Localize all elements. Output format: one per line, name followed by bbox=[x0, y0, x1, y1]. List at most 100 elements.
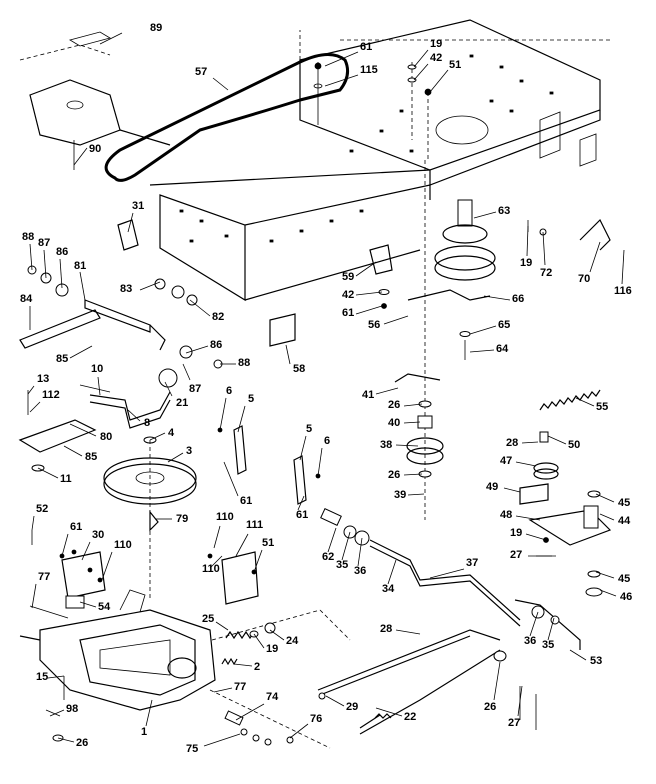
callout-label: 45 bbox=[618, 573, 630, 585]
callout-c52: 52 bbox=[31, 503, 48, 531]
callout-c82: 82 bbox=[189, 299, 224, 323]
leader-line bbox=[355, 291, 383, 296]
callout-label: 110 bbox=[202, 563, 220, 575]
callout-c111: 111 bbox=[235, 519, 263, 557]
leader-line bbox=[547, 617, 555, 641]
callout-label: 80 bbox=[100, 431, 112, 443]
callout-label: 85 bbox=[85, 451, 97, 463]
callout-c84: 84 bbox=[20, 293, 33, 330]
leader-line bbox=[127, 409, 141, 422]
callout-label: 1 bbox=[141, 726, 147, 738]
leader-line bbox=[237, 405, 246, 433]
leader-line bbox=[483, 295, 511, 301]
leader-line bbox=[515, 515, 541, 521]
leader-line bbox=[189, 299, 211, 317]
callout-c83: 83 bbox=[120, 281, 161, 295]
callout-label: 26 bbox=[388, 399, 400, 411]
callout-label: 74 bbox=[266, 691, 279, 703]
callout-c55: 55 bbox=[575, 397, 608, 413]
callout-c29: 29 bbox=[325, 695, 358, 713]
leader-line bbox=[43, 249, 47, 279]
callout-label: 112 bbox=[42, 389, 60, 401]
callout-c61a: 61 bbox=[324, 41, 372, 67]
callout-label: 55 bbox=[596, 401, 608, 413]
callout-label: 10 bbox=[91, 363, 103, 375]
control-rods bbox=[317, 629, 537, 735]
idler-stack bbox=[369, 160, 491, 520]
lift-linkage bbox=[19, 265, 223, 429]
callout-label: 35 bbox=[542, 639, 554, 651]
callout-label: 47 bbox=[500, 455, 512, 467]
callout-label: 61 bbox=[240, 495, 252, 507]
fender-assembly bbox=[19, 31, 171, 146]
callout-label: 21 bbox=[176, 397, 188, 409]
callout-label: 28 bbox=[506, 437, 518, 449]
leader-line bbox=[213, 525, 221, 549]
leader-line bbox=[97, 376, 101, 396]
leader-line bbox=[357, 537, 363, 567]
pulley-bracket-right bbox=[519, 431, 612, 597]
callout-c48: 48 bbox=[500, 509, 541, 521]
leader-line bbox=[469, 325, 497, 335]
callout-c61c: 61 bbox=[342, 305, 383, 319]
callout-c65: 65 bbox=[469, 319, 510, 335]
callout-label: 72 bbox=[540, 267, 552, 279]
callout-c1: 1 bbox=[141, 699, 153, 738]
callout-label: 111 bbox=[246, 519, 263, 531]
leader-line bbox=[403, 403, 423, 407]
leader-line bbox=[185, 345, 209, 354]
callout-c35b: 35 bbox=[542, 617, 555, 651]
callout-label: 89 bbox=[150, 22, 162, 34]
leader-line bbox=[575, 397, 595, 407]
leader-line bbox=[219, 397, 227, 431]
callout-label: 34 bbox=[382, 583, 395, 595]
callout-label: 27 bbox=[508, 717, 520, 729]
leader-line bbox=[395, 629, 421, 635]
callout-c112: 112 bbox=[29, 389, 60, 413]
leader-line bbox=[213, 687, 233, 693]
leader-line bbox=[375, 387, 399, 395]
leader-line bbox=[299, 435, 307, 461]
callout-label: 19 bbox=[520, 257, 532, 269]
callout-label: 36 bbox=[354, 565, 366, 577]
callout-c49: 49 bbox=[486, 481, 521, 493]
leader-line bbox=[223, 461, 239, 497]
leader-line bbox=[387, 559, 397, 585]
callout-label: 24 bbox=[286, 635, 299, 647]
leader-line bbox=[317, 447, 323, 477]
callout-c98: 98 bbox=[49, 703, 78, 717]
callout-c79: 79 bbox=[156, 513, 188, 525]
leader-line bbox=[235, 703, 265, 721]
callout-c25: 25 bbox=[202, 613, 229, 631]
leader-line bbox=[547, 435, 567, 445]
callout-c115: 115 bbox=[324, 64, 378, 87]
callout-c64: 64 bbox=[469, 343, 509, 355]
callout-c70: 70 bbox=[578, 241, 601, 285]
callout-c6a: 6 bbox=[219, 385, 232, 431]
leader-line bbox=[569, 649, 587, 661]
callout-label: 115 bbox=[360, 64, 378, 76]
leader-line bbox=[429, 69, 449, 93]
leader-line bbox=[203, 733, 241, 747]
leader-line bbox=[403, 473, 423, 476]
leader-line bbox=[341, 531, 351, 561]
leader-line bbox=[599, 589, 617, 597]
callout-c31: 31 bbox=[127, 200, 144, 233]
callout-label: 19 bbox=[510, 527, 522, 539]
callout-label: 85 bbox=[56, 353, 68, 365]
callout-c86b: 86 bbox=[185, 339, 222, 354]
callout-label: 48 bbox=[500, 509, 512, 521]
leader-line bbox=[621, 249, 625, 285]
callout-c35a: 35 bbox=[336, 531, 351, 571]
callout-label: 86 bbox=[56, 246, 68, 258]
callout-c26a: 26 bbox=[388, 399, 423, 411]
callout-c56: 56 bbox=[368, 315, 409, 331]
callout-c61d: 61 bbox=[296, 495, 308, 521]
callout-label: 61 bbox=[70, 521, 82, 533]
callout-c27a: 27 bbox=[510, 549, 552, 561]
mounting-brackets-lower bbox=[31, 530, 259, 605]
callout-label: 76 bbox=[310, 713, 322, 725]
leader-line bbox=[59, 258, 63, 289]
